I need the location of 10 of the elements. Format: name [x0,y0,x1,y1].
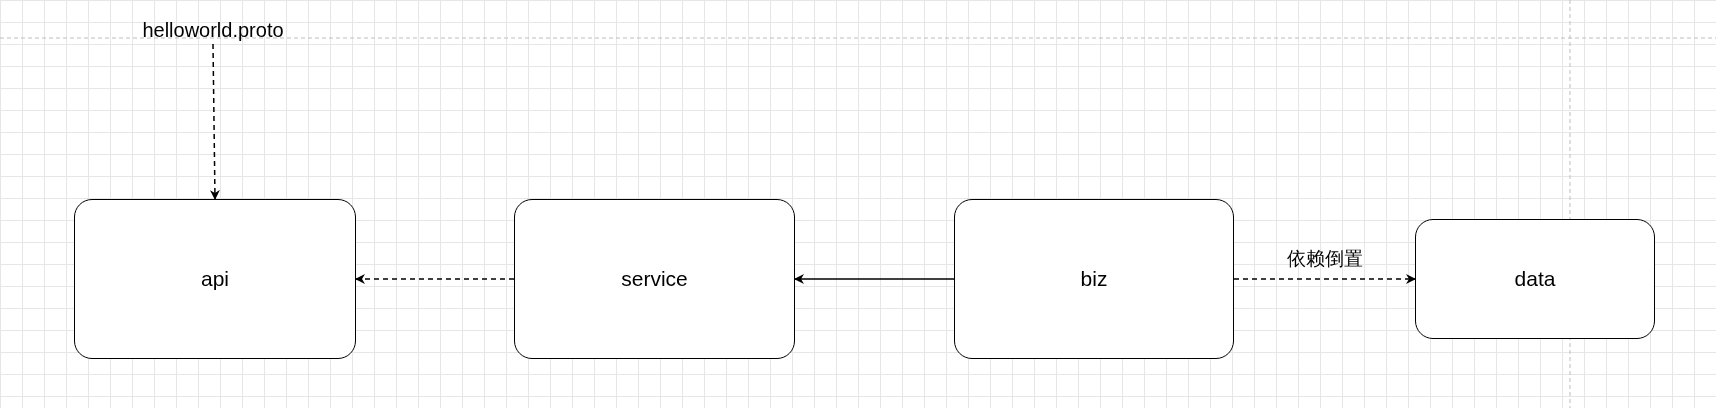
file-label: helloworld.proto [123,16,303,44]
arrow [209,43,220,200]
edge-label: 依赖倒置 [1285,247,1364,271]
arrow [794,274,955,284]
rounded-box: service [514,199,795,359]
rounded-box: biz [954,199,1234,359]
arrow [1233,274,1416,284]
arrow [355,274,515,284]
rounded-box: api [74,199,356,359]
rounded-box: data [1415,219,1655,339]
